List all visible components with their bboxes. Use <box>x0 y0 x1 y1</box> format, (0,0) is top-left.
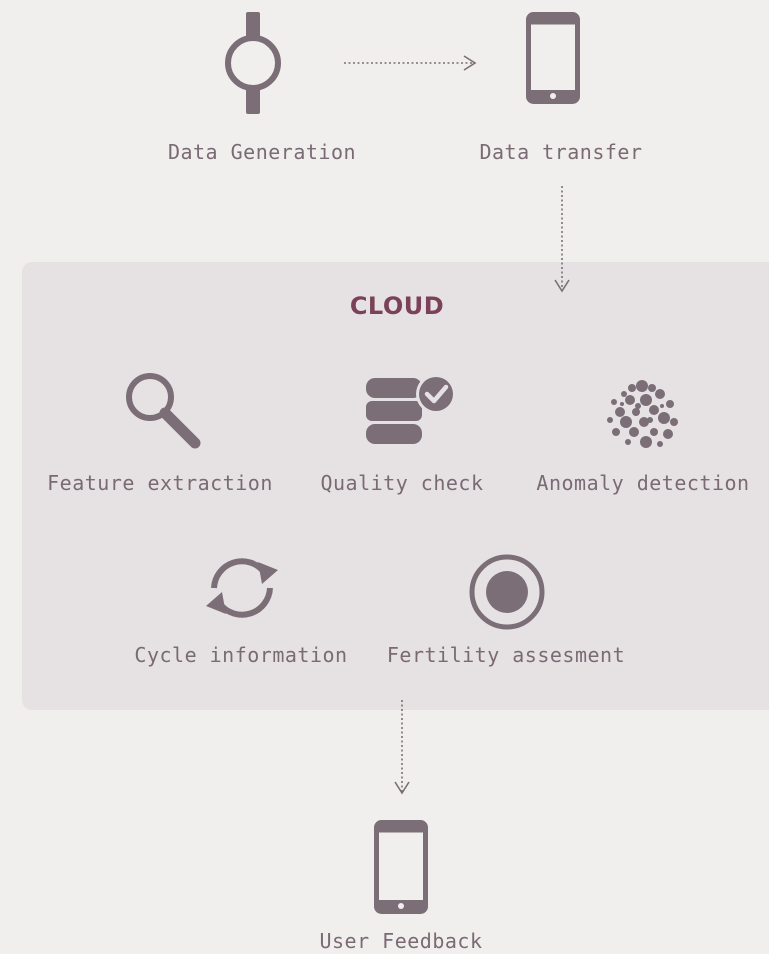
particle-cluster-icon <box>607 380 678 448</box>
dotted-arrow-right <box>344 55 477 71</box>
user-feedback-label: User Feedback <box>319 929 483 953</box>
smartphone-icon <box>526 12 580 104</box>
radio-dot-icon <box>469 554 545 630</box>
cloud-title: CLOUD <box>349 292 445 320</box>
data-generation-label: Data Generation <box>167 140 357 164</box>
cloud-panel <box>22 262 769 710</box>
database-check-icon <box>366 374 456 444</box>
quality-check-label: Quality check <box>320 471 484 495</box>
watch-icon <box>225 12 281 114</box>
feature-extraction-label: Feature extraction <box>47 471 273 495</box>
sync-arrows-icon <box>206 558 278 618</box>
magnifier-icon <box>126 373 201 449</box>
dotted-arrow-down <box>394 700 410 795</box>
smartphone-icon <box>374 820 428 914</box>
fertility-assesment-label: Fertility assesment <box>386 643 626 667</box>
anomaly-detection-label: Anomaly detection <box>536 471 750 495</box>
dotted-arrow-down <box>554 186 570 293</box>
cycle-information-label: Cycle information <box>134 643 348 667</box>
data-transfer-label: Data transfer <box>479 140 643 164</box>
